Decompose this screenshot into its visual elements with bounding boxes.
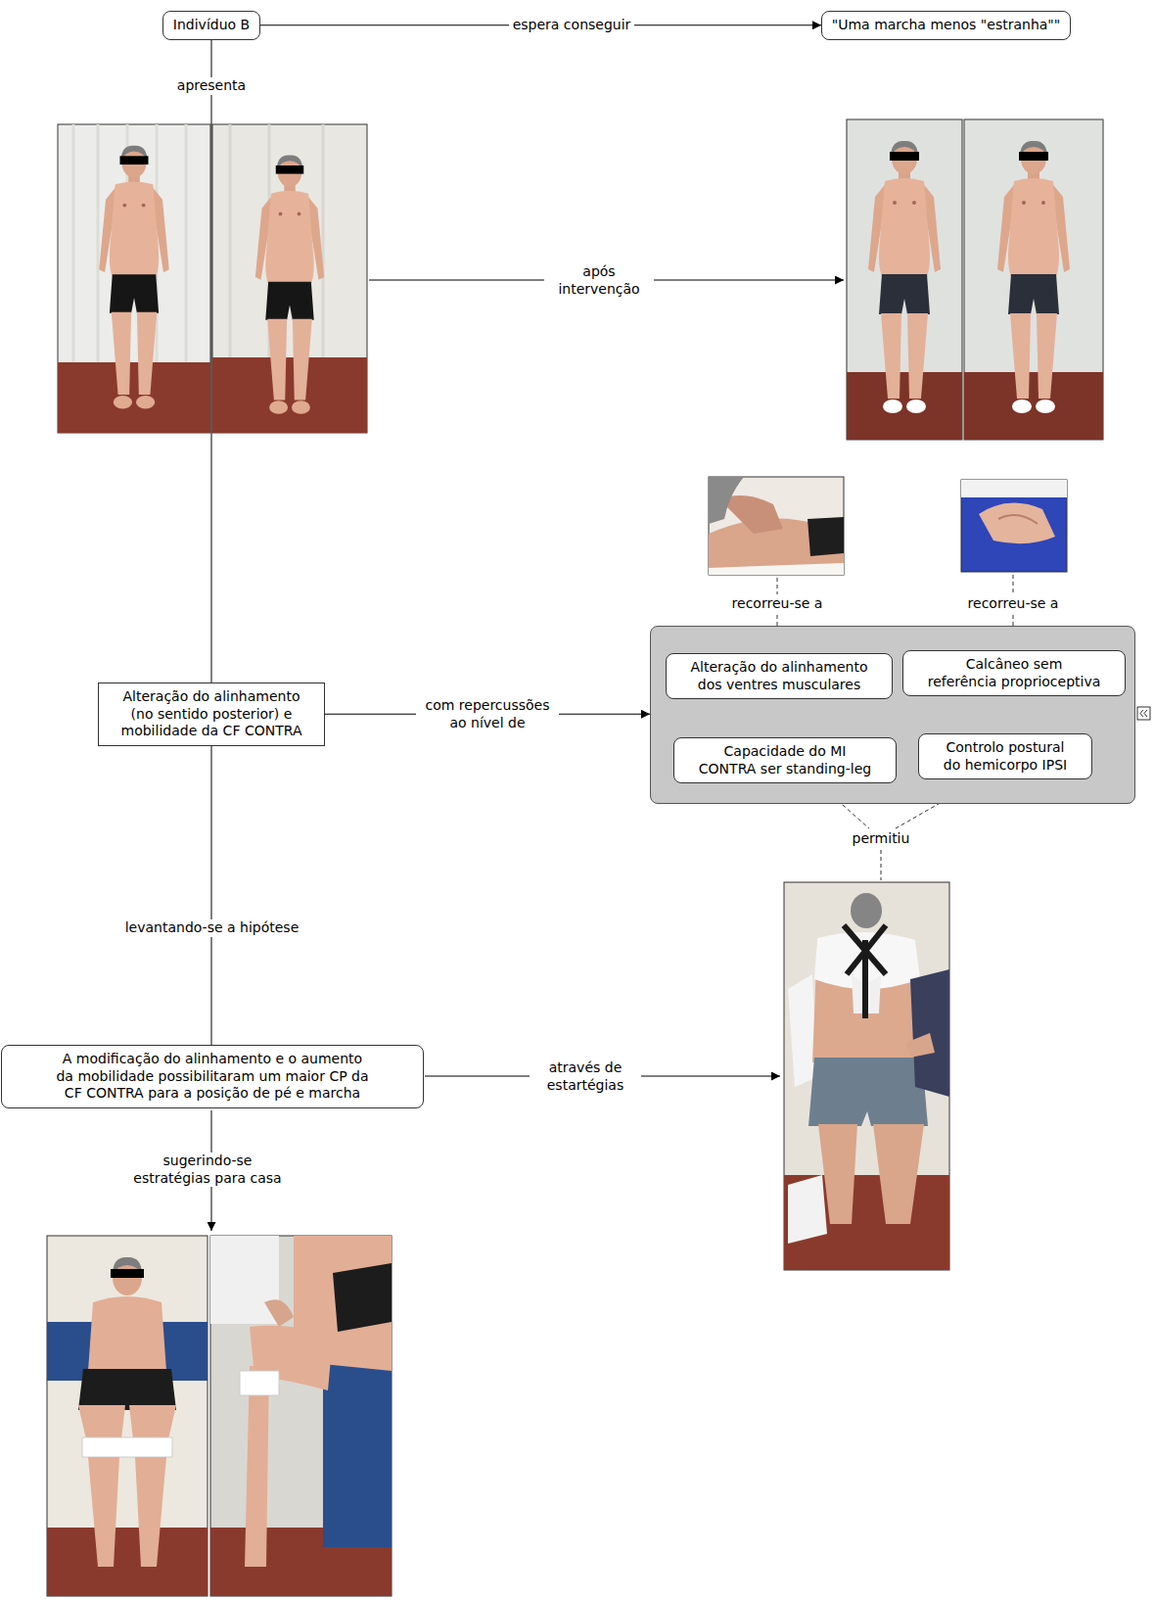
photo-after	[868, 140, 941, 414]
photo-strategy	[808, 1057, 928, 1126]
free-label: através de estartégias	[529, 1059, 642, 1094]
concept-box: Capacidade do MI CONTRA ser standing-leg	[673, 737, 897, 784]
concept-box: Alteração do alinhamento dos ventres mus…	[665, 652, 893, 699]
group-box: Alteração do alinhamento dos ventres mus…	[649, 625, 1136, 804]
concept-box: A modificação do alinhamento e o aumento…	[0, 1044, 424, 1108]
node-text: Controlo postural do hemicorpo IPSI	[927, 738, 1083, 774]
collapse-icon	[1140, 709, 1148, 717]
photo-after	[846, 371, 963, 440]
photo-heel	[978, 503, 1056, 545]
edge-label: levantando-se a hipótese	[121, 919, 303, 937]
photo-heel	[961, 479, 1067, 572]
photo-home-side	[244, 1365, 270, 1567]
photo-home-front	[46, 1235, 208, 1596]
photo-home-side	[264, 1298, 294, 1327]
free-label: sugerindo-se estratégias para casa	[118, 1152, 297, 1187]
photo-heel	[998, 514, 1038, 524]
leader-line	[880, 849, 882, 880]
photo-massage	[708, 476, 844, 575]
concept-box: Calcâneo sem referência proprioceptiva	[902, 649, 1126, 696]
photo-massage	[708, 476, 844, 575]
photo-strategy	[784, 1174, 950, 1270]
leader-line	[777, 577, 779, 595]
photo-before	[57, 124, 211, 433]
node-text: Indivíduo B	[172, 16, 251, 35]
node-text: Capacidade do MI CONTRA ser standing-leg	[683, 742, 887, 778]
photo-after	[997, 140, 1070, 414]
photo-strategy	[873, 1123, 924, 1224]
node-text: A modificação do alinhamento e o aumento…	[10, 1050, 415, 1103]
collapse-icon	[1137, 706, 1151, 720]
photo-before	[98, 145, 170, 410]
photo-after	[846, 119, 1104, 440]
photo-home-front	[88, 1456, 120, 1567]
node-text: "Uma marcha menos "estranha""	[830, 16, 1062, 35]
photo-before	[212, 357, 368, 433]
photo-home-front	[110, 1268, 144, 1278]
free-label: permitiu	[848, 830, 914, 848]
photo-before	[255, 155, 324, 415]
photo-home-front	[88, 1295, 167, 1371]
leader-line	[1013, 574, 1015, 595]
photo-home-front	[135, 1456, 167, 1567]
photo-massage	[708, 476, 744, 524]
photo-home-side	[210, 1235, 392, 1596]
photo-home-side	[210, 1235, 392, 1596]
photo-strategy	[905, 1032, 935, 1058]
node-text: Alteração do alinhamento dos ventres mus…	[675, 658, 883, 693]
photo-home-front	[82, 1436, 173, 1457]
concept-box: "Uma marcha menos "estranha""	[821, 10, 1071, 41]
photo-home-front	[78, 1404, 126, 1439]
concept-box: Controlo postural do hemicorpo IPSI	[918, 733, 1093, 780]
photo-before	[57, 362, 211, 433]
connector	[211, 745, 213, 1046]
photo-massage	[807, 516, 844, 556]
connector	[211, 40, 213, 684]
edge-label: com repercussões ao nível de	[415, 696, 559, 732]
photo-home-side	[323, 1350, 392, 1547]
concept-box: Alteração do alinhamento (no sentido pos…	[97, 682, 325, 746]
photo-strategy	[787, 1174, 828, 1244]
free-label: recorreu-se a	[964, 595, 1062, 613]
photo-heel	[961, 479, 1067, 572]
photo-strategy	[784, 881, 950, 1270]
free-label: recorreu-se a	[728, 595, 827, 613]
photo-home-front	[46, 1235, 208, 1596]
edge-label: espera conseguir	[508, 16, 635, 35]
node-text: Alteração do alinhamento (no sentido pos…	[107, 688, 316, 740]
photo-strategy	[787, 973, 818, 1087]
photo-heel	[961, 479, 1067, 498]
photo-home-front	[78, 1368, 177, 1410]
photo-home-side	[210, 1235, 279, 1324]
collapse-icon	[1137, 706, 1151, 720]
photo-before	[212, 124, 368, 433]
photo-after	[964, 371, 1104, 440]
photo-home-front	[46, 1526, 208, 1596]
photo-strategy	[843, 924, 886, 1018]
photo-home-side	[239, 1370, 279, 1395]
photo-before	[57, 124, 368, 433]
photo-home-side	[332, 1262, 392, 1332]
photo-strategy	[784, 881, 950, 1270]
photo-after	[846, 119, 963, 440]
edge-label: apresenta	[173, 77, 250, 95]
free-label: após intervenção	[544, 263, 654, 298]
concept-box: Indivíduo B	[162, 10, 261, 41]
photo-home-front	[129, 1404, 177, 1439]
node-text: Calcâneo sem referência proprioceptiva	[912, 655, 1116, 691]
photo-strategy	[850, 892, 882, 928]
photo-after	[964, 119, 1104, 440]
